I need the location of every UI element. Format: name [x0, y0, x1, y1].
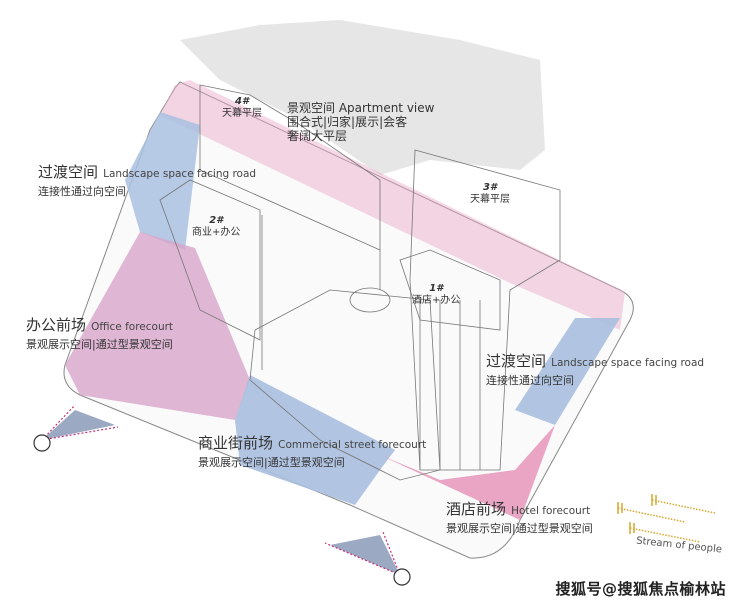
zone-title-zh: 过渡空间: [38, 163, 99, 181]
building-id: 2#: [209, 215, 224, 226]
building-4-label: 4#天幕平层: [222, 96, 262, 119]
zone-apartment-view: [160, 80, 625, 330]
zone-transition-right: [515, 318, 620, 425]
building-outlines: [159, 84, 561, 481]
zone-subtitle: 连接性通过向空间: [486, 374, 574, 388]
building-use: 酒店+办公: [412, 294, 461, 306]
building-use: 天幕平层: [470, 193, 510, 205]
zone-title-en: Landscape space facing road: [551, 357, 705, 369]
building-id: 3#: [483, 182, 497, 193]
watermark: 搜狐号@搜狐焦点榆林站: [555, 580, 726, 598]
zone-subtitle: 连接性通过向空间: [38, 185, 126, 199]
zone-subtitle: 景观展示空间|通过型景观空间: [446, 522, 593, 536]
zone-title-en: Office forecourt: [91, 321, 174, 333]
zone-title-zh: 酒店前场: [446, 500, 507, 518]
site-boundary: [63, 81, 634, 559]
building-3-label: 3#天幕平层: [470, 182, 510, 205]
commercial-forecourt-label: 商业街前场 Commercial street forecourt 景观展示空间…: [198, 434, 426, 471]
building-id: 1#: [429, 283, 444, 294]
zone-title-en: Landscape space facing road: [103, 168, 257, 180]
zone-title: 景观空间 Apartment view: [287, 101, 435, 115]
building-use: 天幕平层: [222, 107, 262, 119]
transition-left-label: 过渡空间 Landscape space facing road 连接性通过向空…: [38, 163, 256, 200]
view-arrow-left: [33, 404, 119, 452]
stream-arrow-heads: [617, 494, 657, 534]
stream-arrows: [617, 499, 716, 543]
zone-title-en: Commercial street forecourt: [278, 439, 427, 451]
zone-hotel-forecourt: [380, 425, 555, 520]
zone-commercial-forecourt: [235, 375, 395, 505]
office-forecourt-label: 办公前场 Office forecourt 景观展示空间|通过型景观空间: [26, 316, 173, 353]
transition-right-label: 过渡空间 Landscape space facing road 连接性通过向空…: [486, 352, 704, 389]
zone-subtitle: 围合式|归家|展示|会客: [287, 114, 408, 129]
zone-title-zh: 商业街前场: [198, 434, 274, 452]
building-1-label: 1#酒店+办公: [412, 283, 460, 306]
zone-subtitle: 景观展示空间|通过型景观空间: [198, 456, 345, 470]
zone-title-en: Hotel forecourt: [511, 505, 591, 517]
apartment-view-label: 景观空间 Apartment view 围合式|归家|展示|会客 奢阔大平层: [287, 101, 435, 143]
background-buildings: [180, 20, 545, 175]
zone-subtitle: 景观展示空间|通过型景观空间: [26, 338, 173, 352]
zone-subtitle: 奢阔大平层: [287, 128, 348, 143]
hotel-forecourt-label: 酒店前场 Hotel forecourt 景观展示空间|通过型景观空间: [446, 500, 593, 537]
building-use: 商业+办公: [192, 226, 241, 238]
zone-transition-left: [125, 112, 200, 250]
building-id: 4#: [235, 96, 249, 107]
zone-title-zh: 办公前场: [26, 316, 87, 334]
zone-office-forecourt: [65, 232, 250, 420]
building-2-label: 2#商业+办公: [192, 215, 240, 238]
zone-title-zh: 过渡空间: [486, 352, 547, 370]
view-arrow-bottom: [324, 531, 411, 586]
